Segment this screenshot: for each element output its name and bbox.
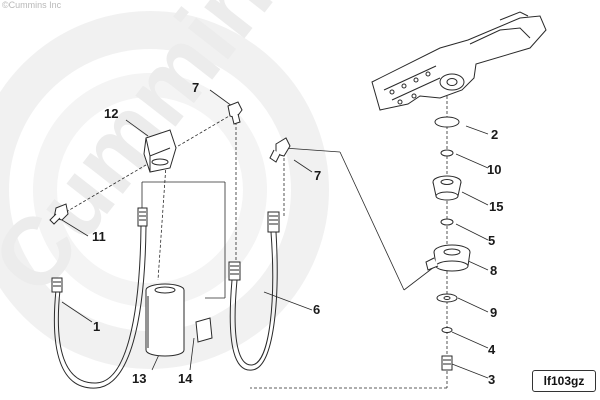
- elbow-7-right: [269, 137, 291, 163]
- seal-10: [440, 149, 454, 157]
- filter-head-8: [425, 244, 471, 272]
- right-column-parts: [425, 116, 471, 371]
- hose-6: [229, 231, 278, 371]
- o-ring-4: [441, 327, 453, 333]
- exhaust-manifold: [371, 11, 547, 111]
- callout-4: 4: [488, 342, 496, 357]
- callout-14: 14: [178, 371, 193, 386]
- washer-9: [436, 293, 458, 303]
- callout-9: 9: [490, 305, 498, 320]
- callout-3: 3: [488, 372, 496, 387]
- callout-7-right: 7: [314, 168, 322, 183]
- callout-13: 13: [132, 371, 147, 386]
- callout-7-top: 7: [192, 80, 200, 95]
- hose-1: [53, 225, 147, 389]
- hoses: [51, 207, 280, 389]
- o-ring-5: [440, 218, 454, 226]
- elbow-fittings: [49, 101, 291, 225]
- copyright-notice: ©Cummins Inc: [2, 0, 62, 10]
- callout-6: 6: [313, 302, 321, 317]
- callout-11: 11: [92, 229, 106, 244]
- callout-8: 8: [490, 263, 498, 278]
- figure-id-label: lf103gz: [532, 370, 596, 392]
- elbow-11: [49, 203, 69, 225]
- callout-12: 12: [104, 106, 119, 121]
- callout-10: 10: [487, 162, 502, 177]
- callout-5: 5: [488, 233, 496, 248]
- filter-head-12: [143, 129, 177, 173]
- callout-leaders: [61, 89, 489, 379]
- tag-14: [195, 317, 213, 343]
- filter-13: [145, 283, 185, 357]
- elbow-7-top: [227, 101, 243, 125]
- callout-1: 1: [93, 319, 101, 334]
- fitting-3: [441, 355, 453, 371]
- callout-15: 15: [489, 199, 504, 214]
- o-ring-2: [434, 116, 460, 128]
- callout-2: 2: [491, 127, 499, 142]
- adapter-15: [432, 175, 462, 201]
